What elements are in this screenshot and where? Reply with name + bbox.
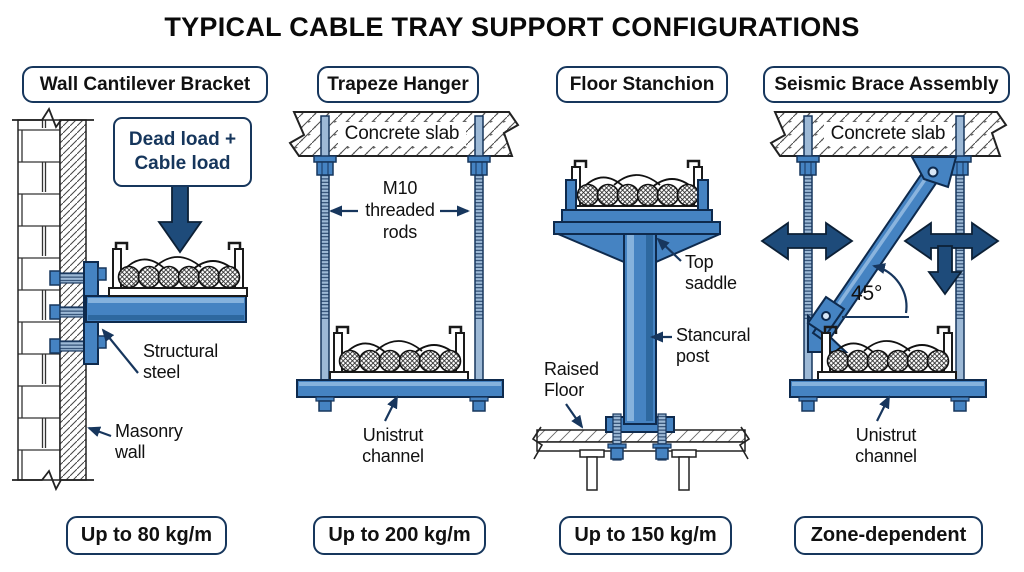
unistrut-channel-graphic [789,379,987,398]
seismic-sway-arrow-icon [903,221,1000,261]
unistrut-channel-graphic [296,379,504,398]
wall-cantilever-graphic [12,107,249,492]
cable-tray-graphic [328,325,470,382]
load-callout-line: Cable load [134,153,231,174]
capacity-badge-floor-stanchion: Up to 150 kg/m [559,516,732,555]
cable-tray-graphic [816,325,958,382]
anchor-bolt-graphic [49,270,87,354]
panel-header-floor-stanchion: Floor Stanchion [556,66,728,103]
raised-floor-arrow [565,403,584,429]
seismic-down-arrow-icon [927,245,963,296]
load-callout: Dead load + Cable load [113,117,252,187]
unistrut-arrow [384,395,398,422]
load-callout-line: Dead load + [128,129,237,150]
break-mark [12,469,94,492]
cantilever-arm-graphic [85,295,247,323]
top-saddle-arrow [656,237,682,262]
cable-tray-graphic [107,241,249,298]
stanchion-post-graphic [623,231,657,425]
m10-rods-label: M10 threaded rods [365,178,435,242]
panel-header-wall-cantilever: Wall Cantilever Bracket [22,66,268,103]
unistrut-arrow [876,395,890,422]
cable-tray-graphic [566,159,708,216]
load-arrow-icon [157,183,203,254]
raised-floor-graphic [531,426,751,491]
base-bolt-graphic [607,413,672,461]
unistrut-channel-label: Unistrut channel [362,425,424,466]
angle-label: 45° [851,282,883,305]
masonry-wall-graphic [17,119,61,481]
concrete-slab-label: Concrete slab [824,122,952,146]
top-saddle-label: Top saddle [685,252,737,293]
angle-arc [872,263,908,314]
capacity-badge-wall-cantilever: Up to 80 kg/m [66,516,227,555]
seismic-sway-arrow-icon [760,221,854,261]
capacity-badge-seismic-brace: Zone-dependent [794,516,983,555]
brace-top-bracket-graphic [910,156,958,189]
panel-header-trapeze-hanger: Trapeze Hanger [317,66,479,103]
page-title: TYPICAL CABLE TRAY SUPPORT CONFIGURATION… [164,12,860,42]
panel-header-seismic-brace: Seismic Brace Assembly [763,66,1010,103]
concrete-slab-label: Concrete slab [338,122,466,146]
masonry-wall-arrow [87,426,112,438]
raised-floor-label: Raised Floor [544,359,599,400]
masonry-wall-label: Masonry wall [115,421,183,462]
structural-steel-label: Structural steel [143,341,219,382]
top-saddle-graphic [553,179,721,264]
break-mark [12,107,94,129]
floor-stanchion-graphic [531,159,751,491]
brace-bottom-clamp-graphic [806,295,846,337]
structural-steel-arrow [101,328,139,374]
seismic-brace-graphic [760,111,1008,422]
unistrut-channel-label: Unistrut channel [855,425,917,466]
trapeze-hanger-graphic [288,111,520,422]
stanchion-post-label: Stancural post [676,325,751,366]
capacity-badge-trapeze-hanger: Up to 200 kg/m [313,516,486,555]
